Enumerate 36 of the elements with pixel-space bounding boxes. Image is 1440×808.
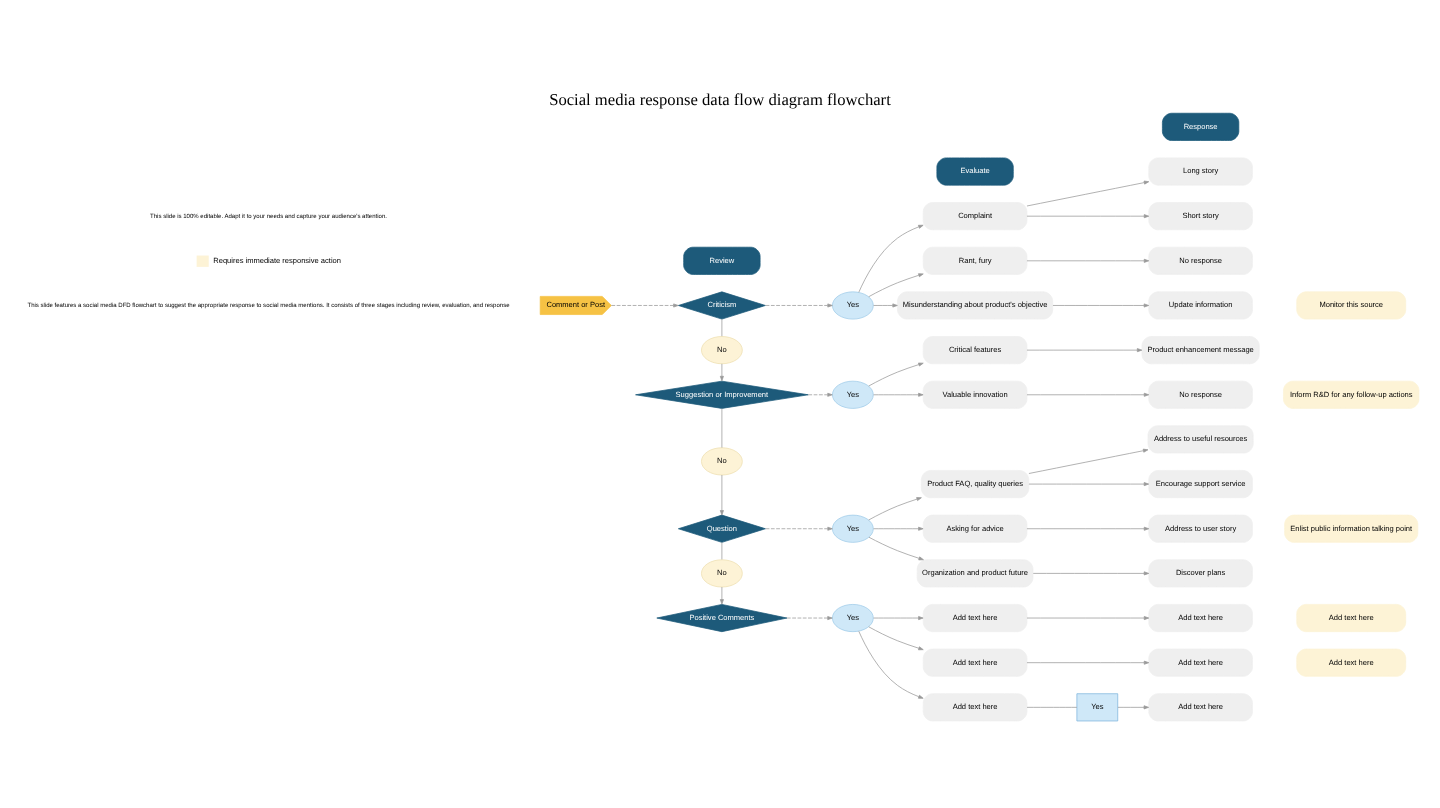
arrow — [1026, 213, 1150, 218]
arrow — [1052, 302, 1150, 307]
arrow — [873, 302, 898, 307]
arrow — [1032, 570, 1150, 575]
arrow — [1026, 347, 1143, 352]
arrow — [1117, 704, 1149, 709]
arrow — [868, 496, 922, 520]
arrow — [873, 525, 924, 530]
arrow — [1026, 615, 1150, 619]
arrow — [719, 585, 724, 604]
arrow — [858, 223, 924, 292]
arrow — [765, 302, 833, 307]
arrow — [873, 615, 924, 619]
arrow — [1028, 481, 1150, 486]
arrow — [1026, 257, 1150, 262]
arrow — [868, 272, 924, 297]
connector — [721, 407, 723, 447]
connector — [721, 317, 723, 336]
arrow — [858, 629, 924, 698]
arrow — [786, 615, 833, 619]
arrow — [1028, 447, 1149, 473]
arrow — [1026, 179, 1150, 206]
arrow — [873, 391, 924, 396]
arrow — [719, 473, 724, 515]
arrow — [611, 302, 679, 307]
arrow — [719, 362, 724, 381]
arrow — [1026, 391, 1150, 396]
arrow — [765, 525, 833, 530]
arrow — [807, 391, 833, 396]
arrow — [868, 361, 924, 386]
arrow — [868, 625, 924, 650]
arrow — [1026, 659, 1150, 664]
connector — [721, 541, 723, 559]
arrow — [1026, 525, 1150, 530]
arrow — [868, 535, 924, 560]
connector — [1026, 705, 1078, 707]
